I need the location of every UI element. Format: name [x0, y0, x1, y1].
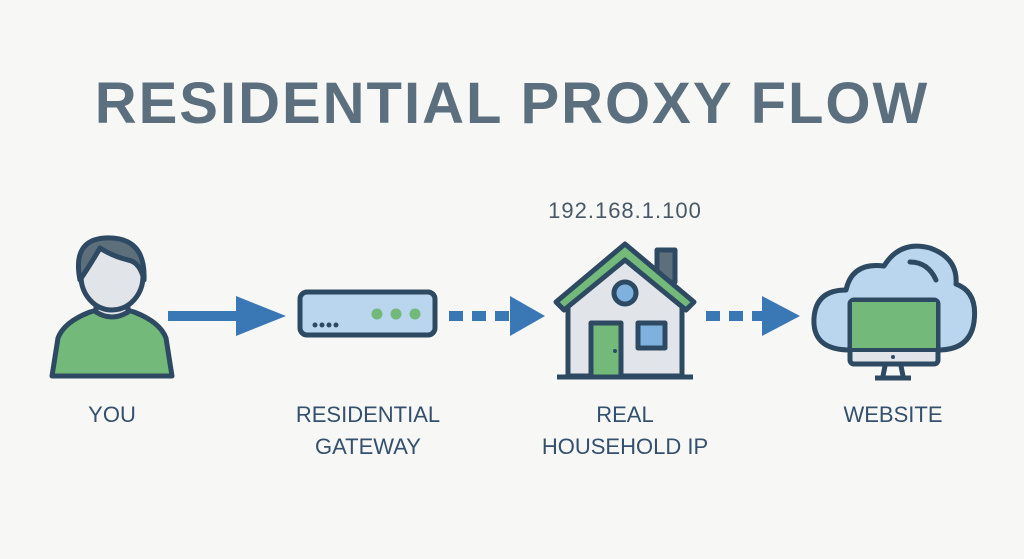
house-icon [553, 241, 697, 380]
arrow-dashed-2 [706, 296, 800, 336]
node-label-household: REAL HOUSEHOLD IP [505, 399, 745, 463]
arrow-dashed-1 [449, 296, 545, 336]
label-line: REAL [596, 402, 654, 427]
ip-address-label: 192.168.1.100 [548, 198, 702, 223]
node-label-website: WEBSITE [773, 399, 1013, 431]
cloud-monitor-icon [811, 243, 978, 381]
label-line: YOU [88, 402, 136, 427]
label-line: GATEWAY [315, 434, 421, 459]
router-icon [297, 289, 438, 338]
label-line: RESIDENTIAL [295, 402, 441, 427]
label-line: WEBSITE [843, 402, 943, 427]
arrow-solid [168, 296, 286, 336]
label-line: HOUSEHOLD IP [541, 434, 709, 459]
node-label-gateway: RESIDENTIAL GATEWAY [248, 399, 488, 463]
diagram-title: RESIDENTIAL PROXY FLOW [94, 71, 930, 136]
node-label-you: YOU [0, 399, 232, 431]
person-icon [49, 235, 175, 379]
